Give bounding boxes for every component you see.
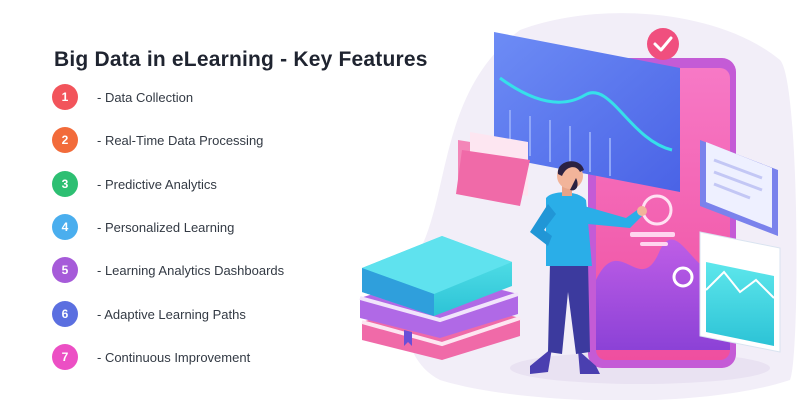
feature-label-3: - Predictive Analytics: [97, 176, 217, 192]
feature-item-3: 3 - Predictive Analytics: [52, 171, 217, 197]
page-title: Big Data in eLearning - Key Features: [54, 48, 428, 72]
number-badge-3: 3: [52, 171, 78, 197]
number-badge-6: 6: [52, 301, 78, 327]
number-badge-7: 7: [52, 344, 78, 370]
number-badge-2: 2: [52, 127, 78, 153]
feature-item-4: 4 - Personalized Learning: [52, 214, 234, 240]
check-icon: [647, 28, 679, 60]
folder-icon: [456, 132, 530, 206]
number-badge-4: 4: [52, 214, 78, 240]
feature-item-6: 6 - Adaptive Learning Paths: [52, 301, 246, 327]
feature-label-4: - Personalized Learning: [97, 219, 235, 235]
feature-item-5: 5 - Learning Analytics Dashboards: [52, 257, 284, 283]
number-badge-1: 1: [52, 84, 78, 110]
line-chart-panel: [494, 32, 680, 192]
illustration-analyst-dashboard: [359, 13, 797, 400]
book-stack-icon: [359, 236, 521, 360]
analyst-figure: [530, 161, 647, 374]
document-card: [700, 140, 778, 236]
feature-label-7: - Continuous Improvement: [97, 349, 251, 365]
feature-item-1: 1 - Data Collection: [52, 84, 193, 110]
number-badge-5: 5: [52, 257, 78, 283]
feature-label-2: - Real-Time Data Processing: [97, 132, 264, 148]
chart-panel-icon: [699, 231, 781, 353]
feature-label-5: - Learning Analytics Dashboards: [97, 262, 285, 278]
feature-label-6: - Adaptive Learning Paths: [97, 306, 246, 322]
feature-item-2: 2 - Real-Time Data Processing: [52, 127, 263, 153]
feature-item-7: 7 - Continuous Improvement: [52, 344, 250, 370]
feature-label-1: - Data Collection: [97, 89, 194, 105]
